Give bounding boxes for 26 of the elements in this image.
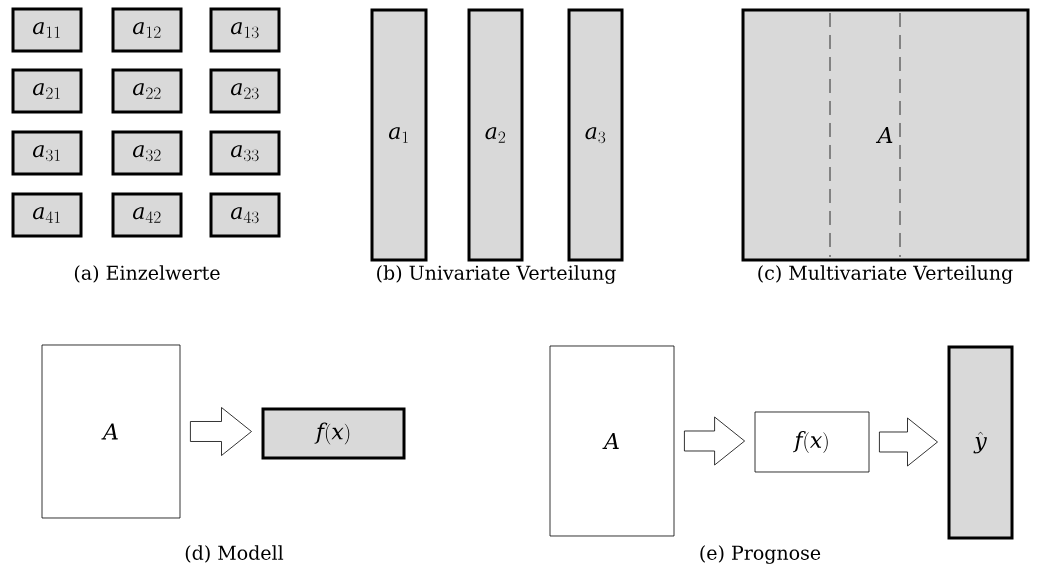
value-box: $a_{21}$ [11,68,83,114]
value-box: $a_1$ [370,8,428,262]
value-box: $a_{33}$ [209,130,281,176]
data-box: $A$ [41,344,181,519]
value-box: $a_{43}$ [209,192,281,238]
subfigure-caption: (b) Univariate Verteilung [377,265,616,284]
value-box: $a_{23}$ [209,68,281,114]
value-box: $a_{13}$ [209,7,281,53]
data-box: $f(x)$ [754,411,870,473]
value-box: $a_2$ [467,8,524,262]
value-box: $a_{22}$ [111,68,183,114]
value-box: $a_{41}$ [11,192,83,238]
block-arrow [879,417,938,467]
value-box: $a_{12}$ [111,7,183,53]
value-box: $a_3$ [567,8,624,262]
value-box: $a_{11}$ [11,7,83,53]
value-box: $\hat{y}$ [947,345,1014,540]
subfigure-caption: (a) Einzelwerte [74,265,220,283]
value-box: $f(x)$ [261,407,406,460]
data-box: $A$ [549,345,675,537]
value-box: $a_{42}$ [111,192,183,238]
value-box: $a_{32}$ [111,130,183,176]
value-box: $a_{31}$ [11,130,83,176]
matrix-box: $A$ [741,8,1030,262]
block-arrow [190,407,252,456]
block-arrow [684,416,745,466]
